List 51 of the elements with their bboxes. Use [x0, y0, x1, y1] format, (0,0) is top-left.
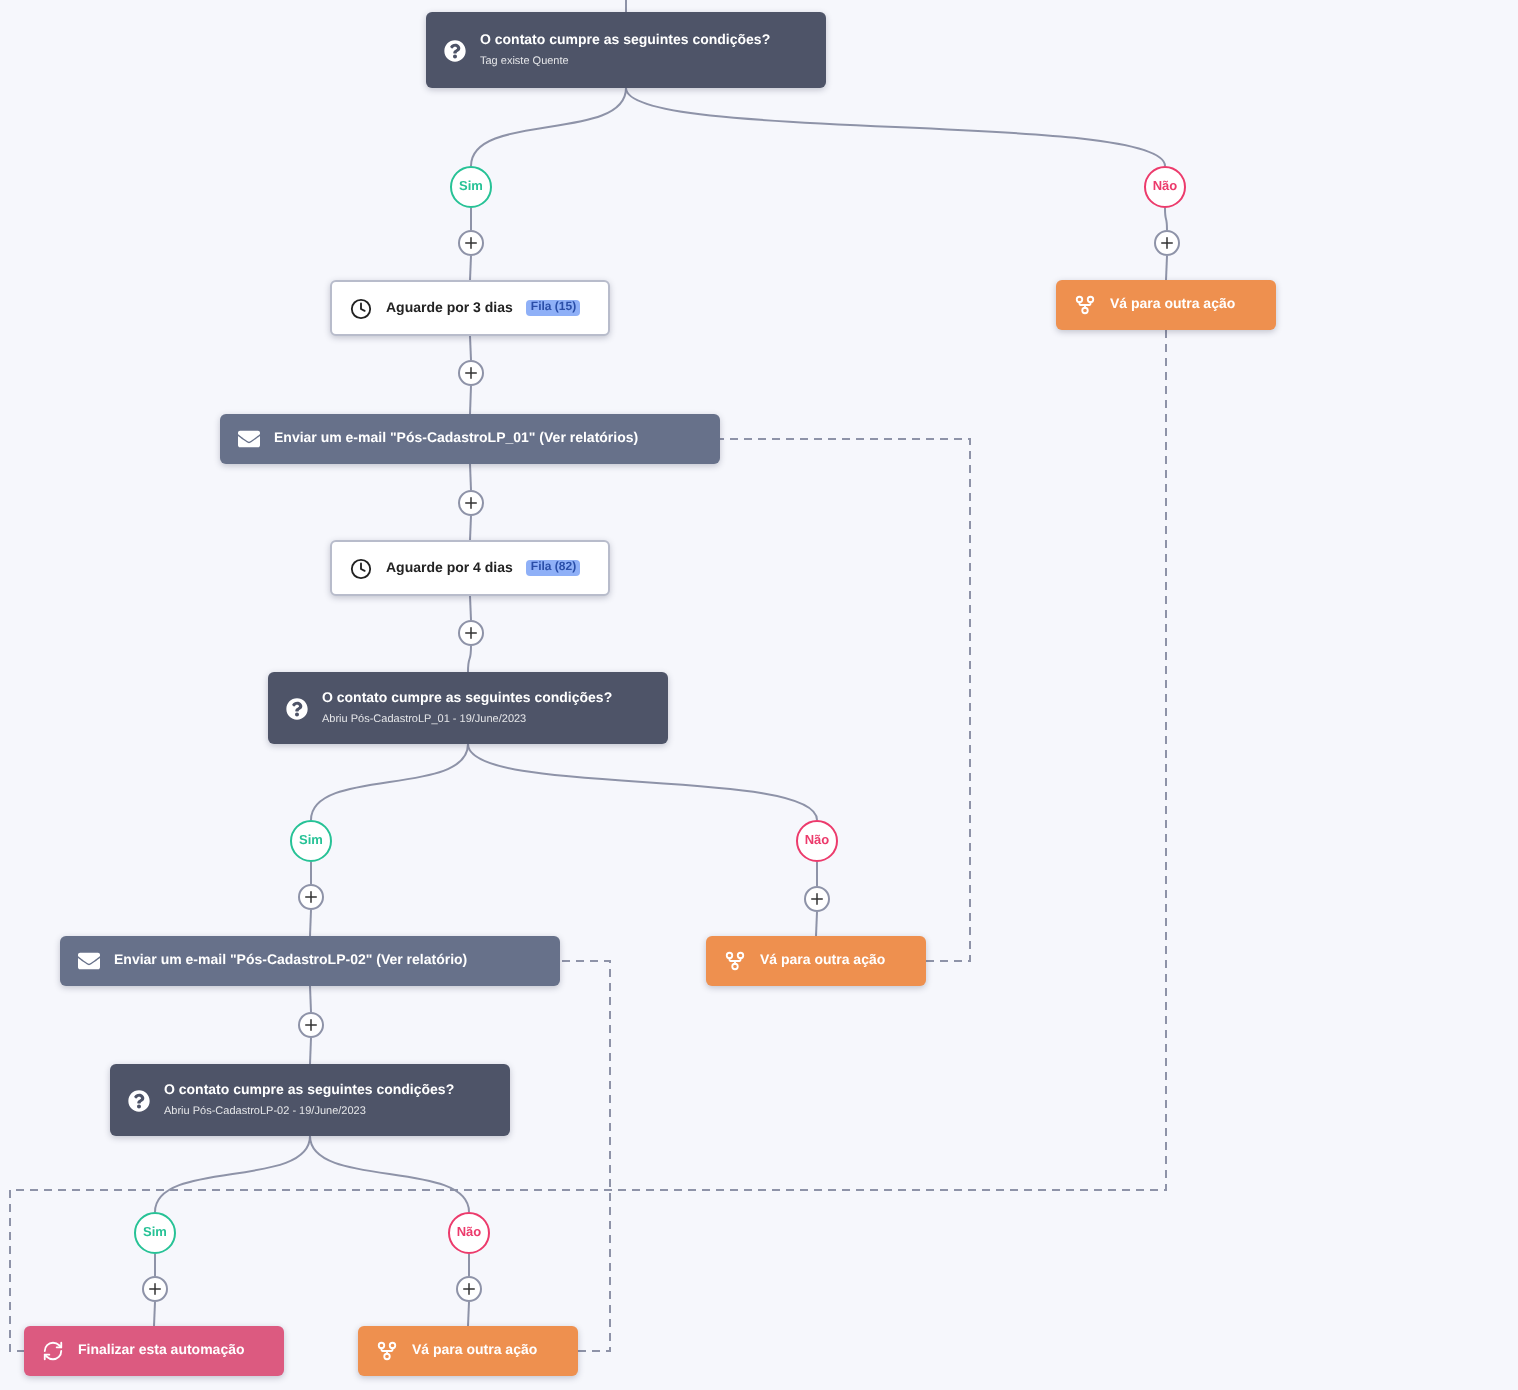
flow-connector: [154, 1135, 311, 1213]
flow-connector: [153, 1301, 156, 1327]
flow-connector: [625, 87, 1166, 167]
flow-connector: [469, 595, 472, 621]
flow-connector: [309, 909, 312, 937]
flow-connector: [470, 207, 472, 231]
add-step-button: [458, 490, 484, 516]
add-step-button: [298, 884, 324, 910]
flow-connector: [625, 0, 627, 13]
go-to-action-card: [706, 936, 926, 986]
jump-connector: [719, 438, 971, 962]
add-step-button: [298, 1012, 324, 1038]
flow-connector: [1165, 255, 1168, 281]
flow-connector: [309, 1135, 470, 1213]
add-step-button: [1154, 230, 1180, 256]
flow-connector: [467, 1301, 470, 1327]
flow-connector: [467, 743, 818, 821]
jump-connector: [9, 329, 1167, 1352]
flow-connector: [310, 743, 469, 821]
add-step-button: [458, 360, 484, 386]
flow-connector: [309, 985, 312, 1013]
add-step-button: [456, 1276, 482, 1302]
flow-connector: [816, 861, 818, 887]
condition-card: [110, 1064, 510, 1136]
flow-connector: [467, 645, 472, 673]
flow-connector: [468, 1253, 470, 1277]
send-email-card: [220, 414, 720, 464]
flow-connector: [469, 463, 472, 491]
end-automation-card: [24, 1326, 284, 1376]
wait-step-card: [330, 540, 610, 596]
add-step-button: [142, 1276, 168, 1302]
send-email-card: [60, 936, 560, 986]
go-to-action-card: [1056, 280, 1276, 330]
add-step-button: [458, 620, 484, 646]
wait-step-card: [330, 280, 610, 336]
go-to-action-card: [358, 1326, 578, 1376]
flow-connector: [154, 1253, 156, 1277]
jump-connector: [559, 960, 611, 1352]
flow-connector: [469, 385, 472, 415]
flow-connector: [815, 911, 818, 937]
flow-connector: [469, 515, 472, 541]
flow-connector: [310, 861, 312, 885]
condition-card: [426, 12, 826, 88]
condition-card: [268, 672, 668, 744]
flow-connector: [1164, 207, 1168, 231]
flow-connector: [469, 335, 472, 361]
flow-connector: [309, 1037, 312, 1065]
flow-connector: [469, 255, 472, 281]
add-step-button: [804, 886, 830, 912]
flow-connector: [470, 87, 627, 167]
add-step-button: [458, 230, 484, 256]
